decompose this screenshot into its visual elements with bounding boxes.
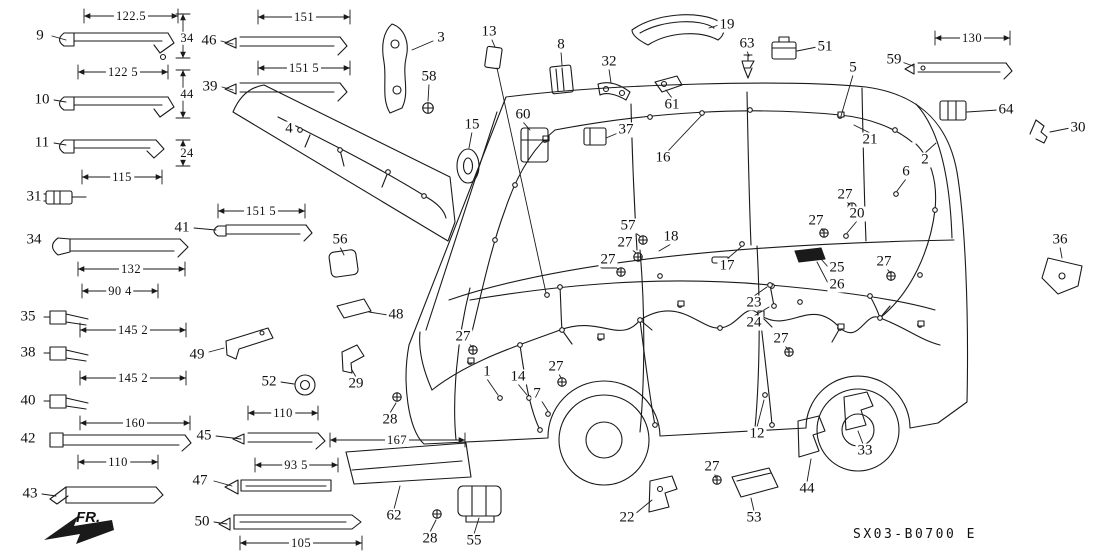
vehicle-body-outline — [406, 83, 967, 485]
part-drawings — [38, 15, 1082, 530]
wire-harness-lines — [233, 85, 940, 432]
front-direction-label: FR. — [76, 509, 101, 526]
leader-lines — [42, 25, 1070, 534]
front-direction-arrow — [44, 516, 114, 544]
drawing-code: SX03-B0700 E — [853, 527, 977, 542]
